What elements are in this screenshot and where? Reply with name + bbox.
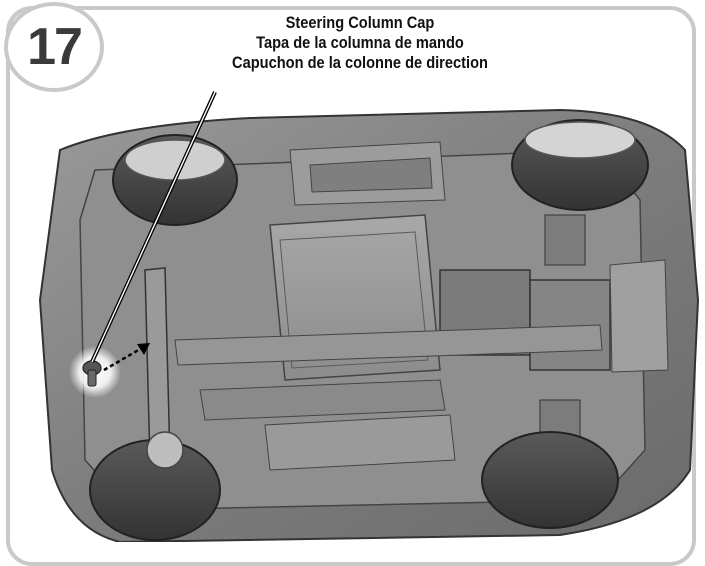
steering-column-cap-icon: [82, 360, 102, 387]
dashed-arrow-icon: [103, 343, 150, 372]
tire-bottom-left: [89, 431, 221, 541]
callout-spanish: Tapa de la columna de mando: [256, 33, 464, 52]
tire-bottom-right: [481, 431, 619, 529]
tire-top-right: [511, 119, 649, 211]
callout-english: Steering Column Cap: [285, 13, 435, 32]
callout-french: Capuchon de la colonne de direction: [232, 53, 488, 72]
vehicle-underside-illustration: [38, 91, 700, 542]
step-badge: 17: [4, 2, 104, 92]
step-number: 17: [27, 18, 83, 76]
part-callout-label: Steering Column Cap Tapa de la columna d…: [171, 13, 549, 73]
